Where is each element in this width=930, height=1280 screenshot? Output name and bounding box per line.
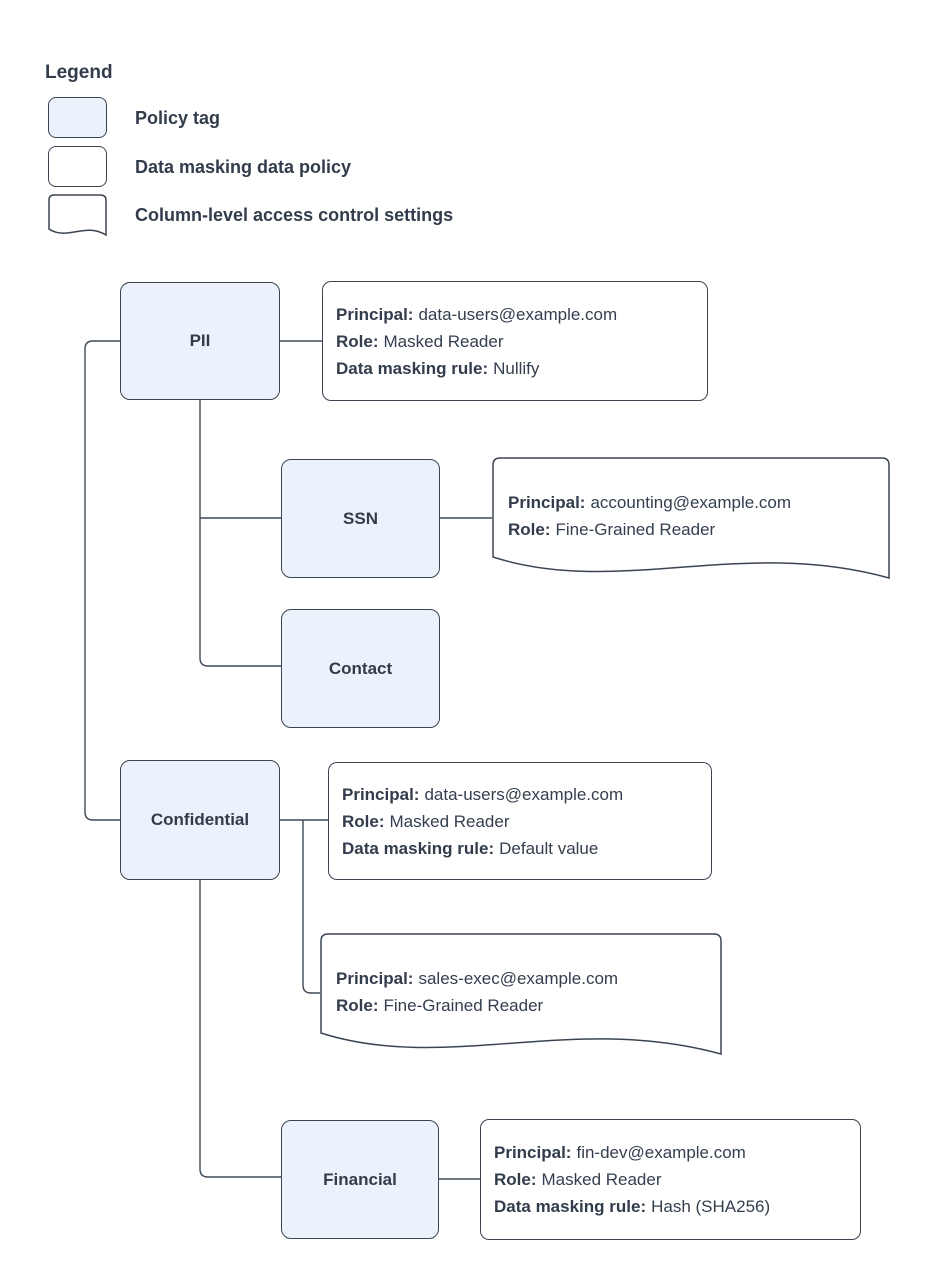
policy-tag-label: Confidential bbox=[150, 810, 250, 829]
masking-policy-card-pii: Principal:data-users@example.com Role:Ma… bbox=[322, 281, 708, 401]
role-value: Fine-Grained Reader bbox=[383, 996, 544, 1015]
policy-principal-line: Principal:accounting@example.com bbox=[508, 489, 874, 516]
rule-label: Data masking rule: bbox=[342, 838, 495, 858]
principal-value: accounting@example.com bbox=[590, 493, 792, 512]
principal-label: Principal: bbox=[494, 1143, 572, 1162]
legend-label: Policy tag bbox=[135, 107, 221, 128]
policy-rule-line: Data masking rule:Default value bbox=[342, 835, 698, 862]
policy-principal-line: Principal:fin-dev@example.com bbox=[494, 1139, 847, 1166]
policy-role-line: Role:Masked Reader bbox=[336, 328, 694, 355]
principal-value: data-users@example.com bbox=[424, 784, 624, 804]
role-value: Masked Reader bbox=[383, 331, 504, 351]
rule-label: Data masking rule: bbox=[336, 358, 489, 378]
principal-label: Principal: bbox=[508, 493, 586, 512]
policy-tag-pii: PII bbox=[120, 282, 280, 400]
data-policy-swatch-icon bbox=[48, 146, 107, 187]
role-value: Masked Reader bbox=[389, 811, 510, 831]
policy-principal-line: Principal:sales-exec@example.com bbox=[336, 965, 706, 992]
policy-tag-confidential: Confidential bbox=[120, 760, 280, 880]
role-value: Masked Reader bbox=[541, 1170, 662, 1189]
policy-principal-line: Principal:data-users@example.com bbox=[336, 301, 694, 328]
column-acl-swatch-icon bbox=[48, 194, 107, 237]
principal-label: Principal: bbox=[336, 969, 414, 988]
policy-tag-label: Contact bbox=[328, 658, 393, 678]
principal-label: Principal: bbox=[336, 304, 414, 324]
legend-title: Legend bbox=[45, 62, 113, 83]
role-label: Role: bbox=[336, 996, 379, 1015]
policy-tag-ssn: SSN bbox=[281, 459, 440, 578]
policy-rule-line: Data masking rule:Hash (SHA256) bbox=[494, 1193, 847, 1220]
principal-value: fin-dev@example.com bbox=[576, 1143, 746, 1162]
document-text: Principal:accounting@example.com Role:Fi… bbox=[492, 457, 890, 543]
role-label: Role: bbox=[336, 331, 379, 351]
rule-value: Default value bbox=[499, 838, 599, 858]
document-text: Principal:sales-exec@example.com Role:Fi… bbox=[320, 933, 722, 1019]
role-label: Role: bbox=[508, 520, 551, 539]
role-value: Fine-Grained Reader bbox=[555, 520, 716, 539]
policy-tag-label: Financial bbox=[323, 1169, 397, 1189]
policy-tag-swatch-icon bbox=[48, 97, 107, 138]
rule-label: Data masking rule: bbox=[494, 1197, 647, 1216]
document-shape bbox=[492, 457, 890, 579]
legend-label: Column-level access control settings bbox=[135, 204, 454, 225]
role-label: Role: bbox=[494, 1170, 537, 1189]
policy-tag-label: PII bbox=[189, 331, 211, 350]
masking-policy-card-financial: Principal:fin-dev@example.com Role:Maske… bbox=[480, 1119, 861, 1240]
column-acl-card-ssn: Principal:accounting@example.com Role:Fi… bbox=[492, 457, 890, 592]
policy-role-line: Role:Masked Reader bbox=[342, 808, 698, 835]
policy-tag-financial: Financial bbox=[281, 1120, 439, 1239]
principal-label: Principal: bbox=[342, 784, 420, 804]
policy-tag-contact: Contact bbox=[281, 609, 440, 728]
policy-role-line: Role:Fine-Grained Reader bbox=[508, 516, 874, 543]
policy-role-line: Role:Fine-Grained Reader bbox=[336, 992, 706, 1019]
column-acl-card-confidential: Principal:sales-exec@example.com Role:Fi… bbox=[320, 933, 722, 1068]
principal-value: data-users@example.com bbox=[418, 304, 618, 324]
legend-label: Data masking data policy bbox=[135, 156, 352, 177]
policy-rule-line: Data masking rule:Nullify bbox=[336, 355, 694, 382]
role-label: Role: bbox=[342, 811, 385, 831]
document-shape bbox=[320, 933, 722, 1055]
masking-policy-card-confidential: Principal:data-users@example.com Role:Ma… bbox=[328, 762, 712, 880]
principal-value: sales-exec@example.com bbox=[418, 969, 619, 988]
policy-role-line: Role:Masked Reader bbox=[494, 1166, 847, 1193]
policy-tag-label: SSN bbox=[343, 508, 378, 528]
policy-principal-line: Principal:data-users@example.com bbox=[342, 781, 698, 808]
rule-value: Nullify bbox=[493, 358, 540, 378]
rule-value: Hash (SHA256) bbox=[651, 1197, 771, 1216]
